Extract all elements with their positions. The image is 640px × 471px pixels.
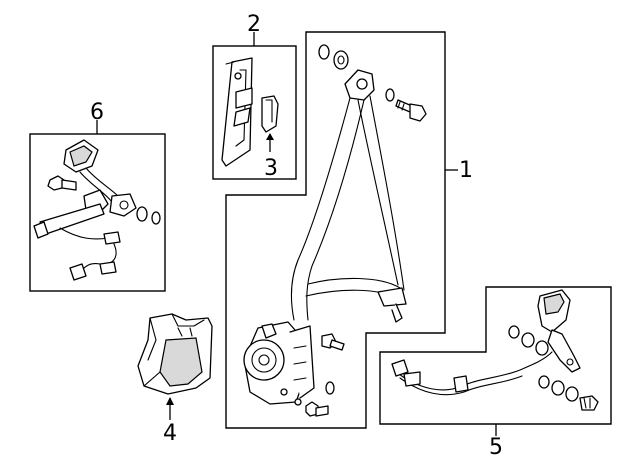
buckle-anchor-icon [33, 189, 137, 239]
nut-icon [508, 325, 520, 339]
front-buckle-icon [537, 289, 581, 373]
part-2-group: 2 3 [212, 12, 297, 181]
callout-5[interactable]: 5 [489, 435, 503, 460]
buckle-icon [63, 139, 119, 203]
retractor-cover-icon [137, 313, 213, 395]
callout-6[interactable]: 6 [90, 100, 104, 125]
part-4-arrow [166, 397, 174, 405]
anchor-bolt-icon [395, 99, 427, 122]
washer-icon [325, 381, 335, 395]
washer-icon [151, 211, 161, 225]
bolt-icon [305, 401, 329, 417]
part-6-group: 6 [29, 100, 166, 292]
washer-icon [551, 380, 565, 396]
callout-3[interactable]: 3 [264, 156, 278, 181]
wire-harness-icon [391, 351, 553, 396]
part-1-group: 1 [225, 31, 473, 429]
shoulder-belt-webbing [290, 69, 407, 323]
bolt-icon [321, 333, 345, 351]
wire-harness-icon [59, 227, 121, 281]
bolt-icon [47, 175, 77, 191]
callout-1[interactable]: 1 [459, 158, 473, 183]
retractor-icon [243, 321, 315, 406]
washer-icon [333, 50, 349, 70]
washer-icon [535, 340, 549, 356]
bolt-icon [579, 395, 599, 411]
height-adjuster-rail [221, 57, 253, 167]
washer-icon [521, 332, 535, 348]
rail-cover-part-3 [261, 95, 279, 133]
washer-icon [385, 88, 395, 102]
washer-icon [318, 44, 330, 60]
callout-4[interactable]: 4 [163, 421, 177, 446]
part-3-arrow [266, 133, 274, 140]
part-4-group: 4 [137, 313, 213, 446]
callout-2[interactable]: 2 [247, 12, 261, 37]
nut-icon [136, 206, 148, 222]
washer-icon [538, 375, 550, 389]
washer-icon [565, 386, 579, 402]
part-5-group: 5 [379, 286, 612, 460]
